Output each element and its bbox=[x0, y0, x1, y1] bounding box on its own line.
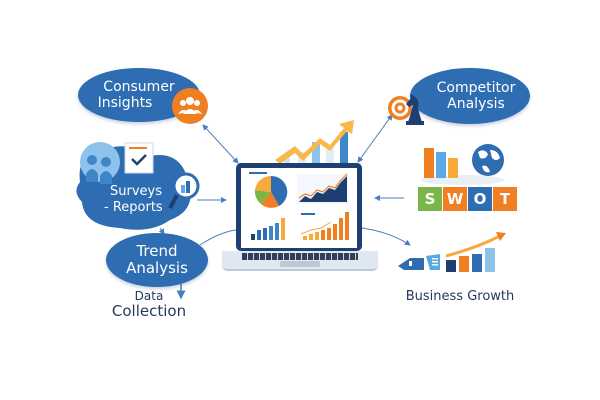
laptop-keyboard-base bbox=[222, 251, 378, 271]
bar-globe-icon bbox=[418, 140, 518, 186]
people-group-icon bbox=[172, 88, 208, 124]
data-collection-line2: Collection bbox=[111, 302, 187, 321]
competitor-analysis-line1: Competitor bbox=[436, 79, 516, 96]
keyboard bbox=[242, 253, 358, 260]
consumer-insights-line1: Consumer bbox=[103, 78, 175, 95]
surveys-line2: - Reports bbox=[104, 199, 163, 215]
dashboard-charts bbox=[249, 172, 349, 240]
swot-blocks: S W O T bbox=[418, 187, 517, 211]
surveys-line1: Surveys bbox=[110, 184, 162, 199]
trend-analysis-line1: Trend bbox=[136, 241, 178, 260]
magnifier-chart-icon bbox=[168, 172, 202, 216]
swot-o: O bbox=[468, 187, 492, 211]
target-chess-knight-icon bbox=[386, 88, 426, 128]
business-growth-graphic bbox=[396, 228, 516, 280]
consumer-insights-line2: Insights bbox=[97, 95, 153, 111]
data-collection-line1: Data bbox=[134, 289, 164, 303]
surveys-reports-cloud bbox=[70, 140, 191, 230]
consumer-insights-bubble: Consumer Insights bbox=[78, 68, 200, 122]
swot-t: T bbox=[493, 187, 517, 211]
competitor-analysis-line2: Analysis bbox=[447, 96, 505, 112]
trend-analysis-line2: Analysis bbox=[126, 259, 188, 277]
business-growth-label: Business Growth bbox=[405, 289, 515, 304]
surveys-reports-label: Surveys - Reports bbox=[104, 184, 163, 215]
data-collection-label: Data Collection bbox=[104, 289, 194, 321]
swot-w: W bbox=[443, 187, 467, 211]
trackpad bbox=[280, 261, 320, 267]
swot-s: S bbox=[418, 187, 442, 211]
trend-analysis-bubble: Trend Analysis bbox=[106, 233, 208, 287]
competitor-analysis-bubble: Competitor Analysis bbox=[410, 68, 530, 124]
dashboard-screen bbox=[241, 168, 357, 248]
laptop-dashboard bbox=[236, 163, 362, 251]
